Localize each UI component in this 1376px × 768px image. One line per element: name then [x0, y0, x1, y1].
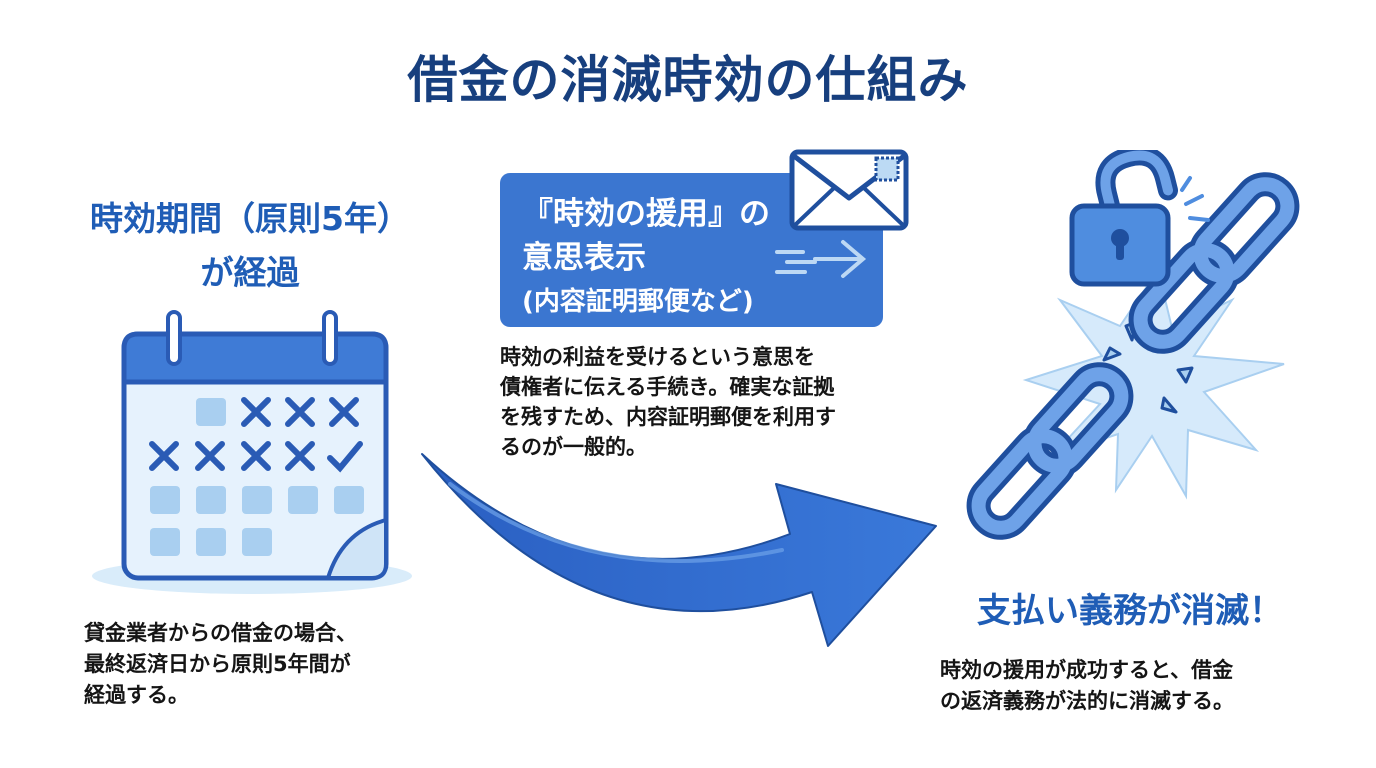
speed-arrow-icon	[775, 240, 867, 278]
step3-desc-line1: 時効の援用が成功すると、借金	[940, 658, 1234, 682]
envelope-icon	[789, 149, 909, 231]
page-title: 借金の消滅時効の仕組み	[407, 51, 969, 109]
step2-description: 時効の利益を受けるという意思を 債権者に伝える手続き。確実な証拠 を残すため、内…	[500, 342, 900, 462]
step3-desc-line2: の返済義務が法的に消滅する。	[940, 689, 1234, 713]
step2-callout-text: 『時効の援用』の 意思表示 (内容証明郵便など)	[522, 192, 822, 324]
step1-heading-line1: 時効期間（原則5年）	[90, 199, 410, 238]
step2-desc-line2: 債権者に伝える手続き。確実な証拠	[500, 375, 835, 399]
curved-arrow-icon	[421, 453, 937, 647]
step2-callout-line2: 意思表示	[522, 240, 646, 276]
step3-heading: 支払い義務が消滅！	[977, 591, 1283, 631]
step1-description: 貸金業者からの借金の場合、 最終返済日から原則5年間が 経過する。	[84, 618, 424, 711]
step2-desc-line4: るのが一般的。	[500, 435, 647, 459]
broken-chain-icon	[966, 150, 1300, 540]
step2-callout-line3: (内容証明郵便など)	[522, 287, 754, 317]
step1-desc-line1: 貸金業者からの借金の場合、	[84, 621, 357, 645]
step1-heading: 時効期間（原則5年） が経過	[40, 192, 460, 300]
step2-desc-line1: 時効の利益を受けるという意思を	[500, 345, 815, 369]
calendar-icon	[92, 310, 412, 594]
step1-desc-line2: 最終返済日から原則5年間が	[84, 652, 351, 676]
step1-heading-line2: が経過	[200, 253, 300, 292]
step2-desc-line3: を残すため、内容証明郵便を利用す	[500, 405, 836, 429]
step3-description: 時効の援用が成功すると、借金 の返済義務が法的に消滅する。	[940, 655, 1300, 717]
step1-desc-line3: 経過する。	[84, 683, 189, 707]
open-padlock-icon	[1069, 150, 1179, 287]
step2-callout-line1: 『時効の援用』の	[522, 196, 770, 232]
